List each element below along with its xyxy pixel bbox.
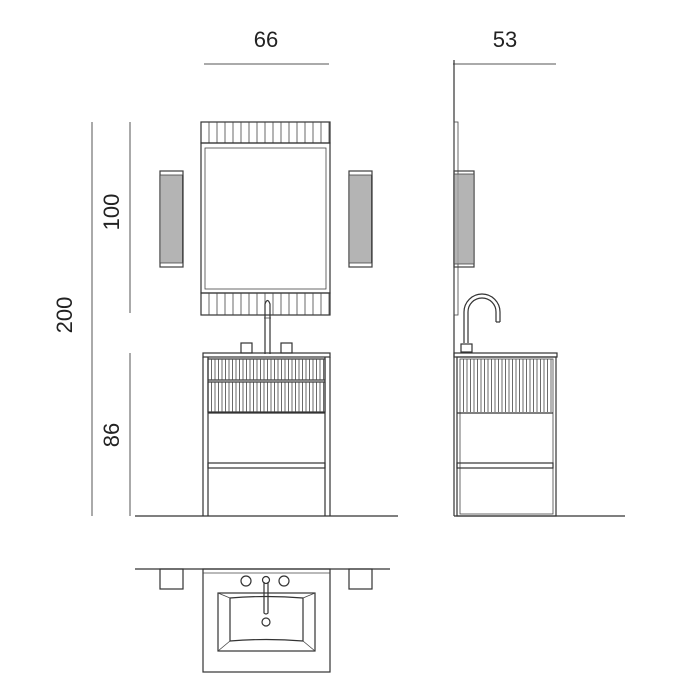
left-tap-knob bbox=[240, 342, 253, 354]
plan-left-sconce bbox=[159, 568, 184, 590]
side-view bbox=[453, 60, 625, 517]
right-sconce bbox=[348, 170, 373, 268]
mirror-frame bbox=[200, 142, 331, 294]
plan-right-sconce bbox=[348, 568, 373, 590]
side-sconce bbox=[453, 170, 475, 268]
mirror-top-band bbox=[200, 121, 331, 144]
right-tap-knob bbox=[280, 342, 293, 354]
plan-countertop bbox=[202, 568, 331, 673]
bottom-drawer-fluted bbox=[207, 381, 326, 413]
total-height-label: 200 bbox=[52, 296, 77, 334]
left-sconce bbox=[159, 170, 184, 268]
depth-label: 53 bbox=[492, 27, 518, 52]
plan-spout bbox=[263, 582, 269, 615]
basin-inner bbox=[229, 595, 304, 642]
plan-right-knob bbox=[278, 575, 290, 587]
countertop bbox=[202, 352, 331, 358]
top-drawer-fluted bbox=[207, 358, 326, 381]
top-view bbox=[135, 568, 390, 673]
side-cabinet bbox=[456, 356, 557, 517]
side-countertop bbox=[453, 352, 558, 358]
drain bbox=[261, 617, 271, 627]
wall-faucet bbox=[264, 299, 271, 354]
side-crossbar bbox=[456, 462, 554, 469]
vanity-height-label: 86 bbox=[99, 422, 124, 448]
dimension-lines bbox=[91, 63, 556, 516]
mirror-height-label: 100 bbox=[99, 193, 124, 231]
width-label: 66 bbox=[253, 27, 279, 52]
plan-left-knob bbox=[240, 575, 252, 587]
mirror-glass bbox=[204, 147, 327, 290]
front-view bbox=[135, 121, 398, 517]
plan-faucet bbox=[261, 575, 271, 585]
gooseneck-faucet bbox=[460, 293, 501, 353]
crossbar bbox=[207, 462, 326, 469]
basin-outer bbox=[217, 592, 316, 652]
